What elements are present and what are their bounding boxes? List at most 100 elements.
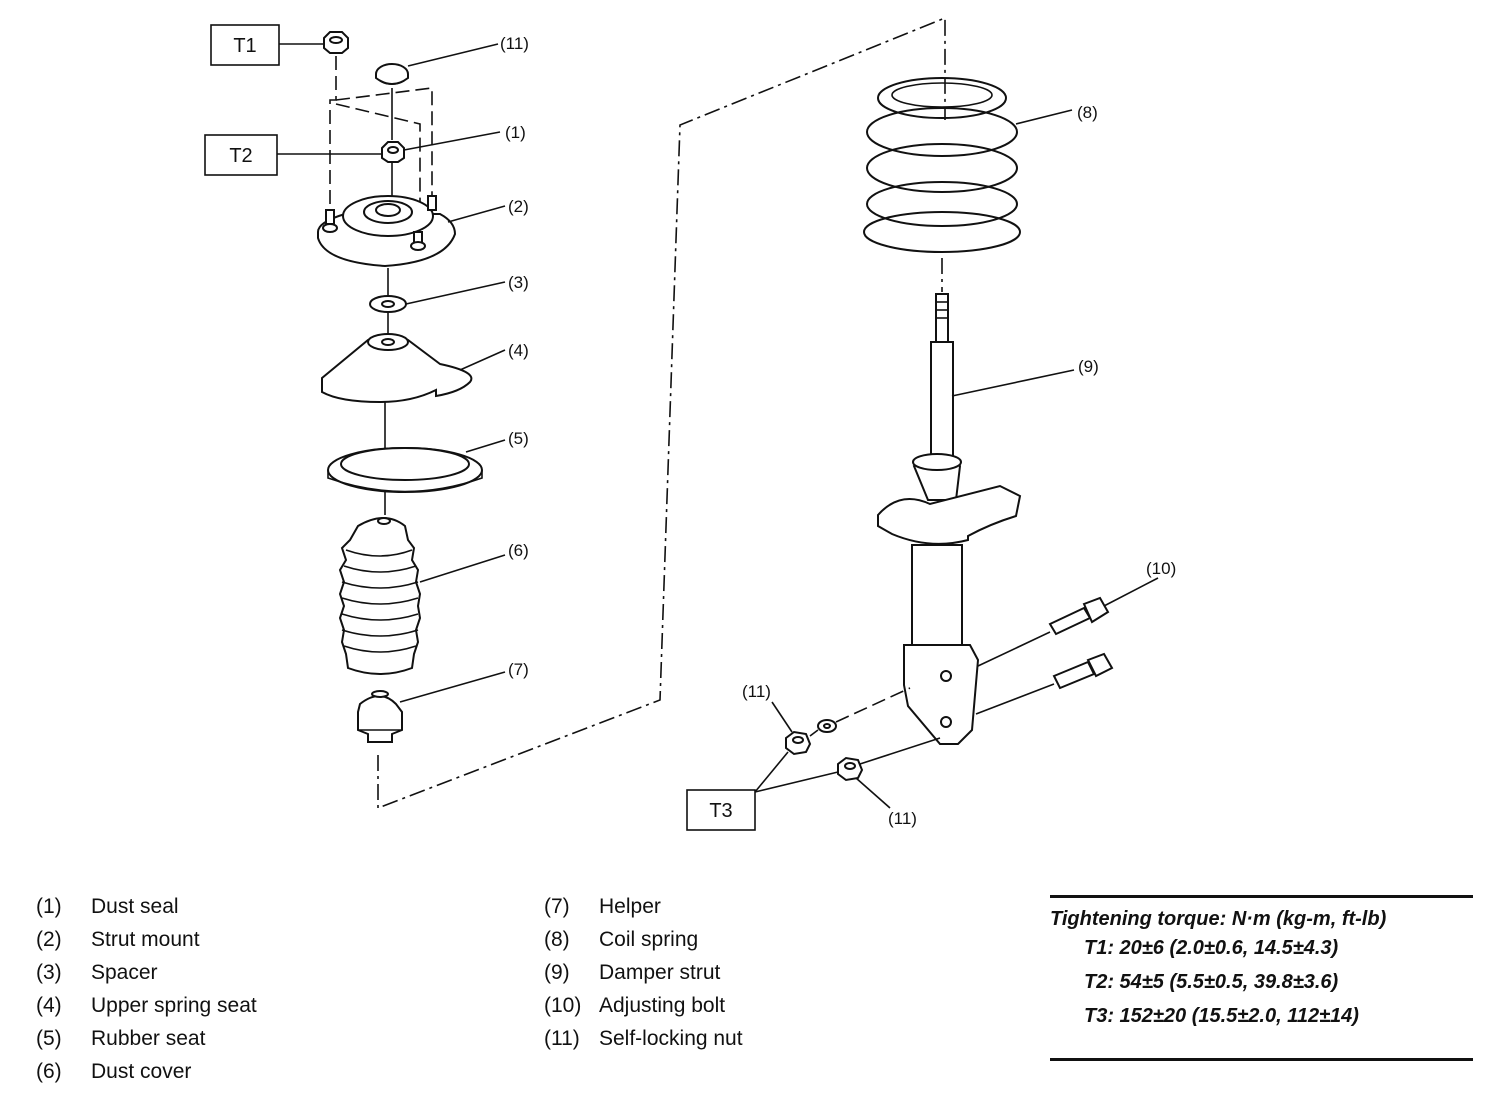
- spacer: [369, 295, 407, 313]
- t2-nut: [381, 141, 405, 163]
- legend-item: (4) Upper spring seat: [36, 989, 257, 1022]
- t3-label: T3: [709, 800, 732, 822]
- adjusting-bolt-upper: [1048, 596, 1110, 636]
- callout-11-left: (11): [742, 682, 771, 701]
- legend-number: (3): [36, 961, 62, 984]
- legend-number: (2): [36, 928, 62, 951]
- legend-item: (10) Adjusting bolt: [544, 989, 743, 1022]
- dust-cover: [338, 517, 422, 675]
- c8-leader: [1015, 109, 1073, 125]
- legend-label: Dust seal: [91, 895, 179, 918]
- rubber-seat: [327, 447, 483, 493]
- adjusting-bolt-lower: [1052, 652, 1114, 690]
- callout-5: (5): [508, 429, 529, 448]
- legend-label: Strut mount: [91, 928, 200, 951]
- c10-leader: [1103, 577, 1159, 607]
- legend-number: (7): [544, 895, 570, 918]
- washer: [817, 719, 837, 733]
- assembly-path-line: [377, 16, 946, 810]
- legend-label: Adjusting bolt: [599, 994, 726, 1017]
- t1-alignment-line: [329, 56, 337, 208]
- c1-leader: [403, 131, 501, 151]
- legend-number: (5): [36, 1027, 62, 1050]
- legend-left-column: (1) Dust seal (2) Strut mount (3) Spacer (4…: [36, 890, 257, 1088]
- torque-t2: T2: 54±5 (5.5±0.5, 39.8±3.6): [1084, 971, 1339, 993]
- t1-nut: [323, 31, 349, 54]
- tightening-torque-box: Tightening torque: N·m (kg-m, ft-lb) T1:…: [1050, 895, 1473, 1061]
- callout-10: (10): [1146, 559, 1176, 578]
- legend-number: (9): [544, 961, 570, 984]
- mount-stud-line-b: [335, 103, 421, 235]
- self-locking-nut-upper: [785, 730, 812, 756]
- t1-box: [210, 24, 280, 66]
- legend-label: Damper strut: [599, 961, 721, 984]
- legend-item: (6) Dust cover: [36, 1055, 257, 1088]
- t3-box: [686, 789, 756, 831]
- legend-item: (7) Helper: [544, 890, 743, 923]
- legend-number: (11): [544, 1027, 580, 1050]
- callout-8: (8): [1077, 103, 1098, 122]
- torque-t1: T1: 20±6 (2.0±0.6, 14.5±4.3): [1084, 937, 1339, 959]
- legend-item: (11) Self-locking nut: [544, 1022, 743, 1055]
- legend-item: (5) Rubber seat: [36, 1022, 257, 1055]
- callout-3: (3): [508, 273, 529, 292]
- t3-leader-b: [754, 771, 839, 793]
- mount-stud-line-a: [335, 87, 433, 200]
- c6-leader: [419, 554, 506, 583]
- washer-nut-link: [809, 729, 819, 737]
- legend-middle-column: (7) Helper (8) Coil spring (9) Damper strut…: [544, 890, 743, 1055]
- upper-spring-seat: [321, 333, 473, 404]
- callout-6: (6): [508, 541, 529, 560]
- helper: [357, 690, 403, 743]
- exploded-strut-diagram: T1 (11) T2 (1) (2): [204, 16, 1176, 831]
- legend-label: Upper spring seat: [91, 994, 257, 1017]
- self-locking-nut-lower: [837, 756, 864, 782]
- legend-item: (2) Strut mount: [36, 923, 257, 956]
- callout-7: (7): [508, 660, 529, 679]
- t1-label: T1: [233, 35, 256, 57]
- lower-bolt-line: [975, 683, 1055, 715]
- callout-4: (4): [508, 341, 529, 360]
- strut-mount: [317, 195, 457, 268]
- t3-leader: [754, 751, 789, 793]
- torque-title: Tightening torque: N·m (kg-m, ft-lb): [1050, 908, 1387, 930]
- torque-t3: T3: 152±20 (15.5±2.0, 112±14): [1084, 1005, 1359, 1027]
- c11-left-leader: [771, 701, 793, 733]
- callout-9: (9): [1078, 357, 1099, 376]
- legend-label: Self-locking nut: [599, 1027, 743, 1050]
- legend-number: (10): [544, 994, 582, 1017]
- legend-number: (6): [36, 1060, 62, 1083]
- c5-leader: [465, 439, 506, 453]
- self-locking-nut-cap: [375, 63, 409, 85]
- callout-11-top: (11): [500, 34, 529, 53]
- callout-11-bottom: (11): [888, 809, 917, 828]
- upper-bolt-line: [977, 631, 1051, 667]
- callout-2: (2): [508, 197, 529, 216]
- legend-label: Dust cover: [91, 1060, 192, 1083]
- legend-item: (9) Damper strut: [544, 956, 743, 989]
- t2-label: T2: [229, 145, 252, 167]
- lower-nut-line: [859, 737, 941, 765]
- c11-top-leader: [407, 43, 499, 67]
- upper-nut-dash: [835, 687, 911, 723]
- c11-bottom-leader: [855, 777, 891, 809]
- legend-number: (4): [36, 994, 62, 1017]
- c2-leader: [447, 205, 506, 223]
- legend-label: Coil spring: [599, 928, 699, 951]
- t2-box: [204, 134, 278, 176]
- legend-label: Helper: [599, 895, 661, 918]
- legend-item: (3) Spacer: [36, 956, 257, 989]
- callout-1: (1): [505, 123, 526, 142]
- c3-leader: [405, 281, 506, 305]
- legend-label: Rubber seat: [91, 1027, 206, 1050]
- damper-strut: [877, 293, 1022, 745]
- c7-leader: [399, 671, 506, 703]
- c4-leader: [459, 349, 506, 371]
- legend-item: (1) Dust seal: [36, 890, 257, 923]
- coil-spring: [863, 77, 1021, 253]
- c9-leader: [951, 369, 1075, 397]
- legend-number: (1): [36, 895, 62, 918]
- legend-item: (8) Coil spring: [544, 923, 743, 956]
- legend-number: (8): [544, 928, 570, 951]
- legend-label: Spacer: [91, 961, 158, 984]
